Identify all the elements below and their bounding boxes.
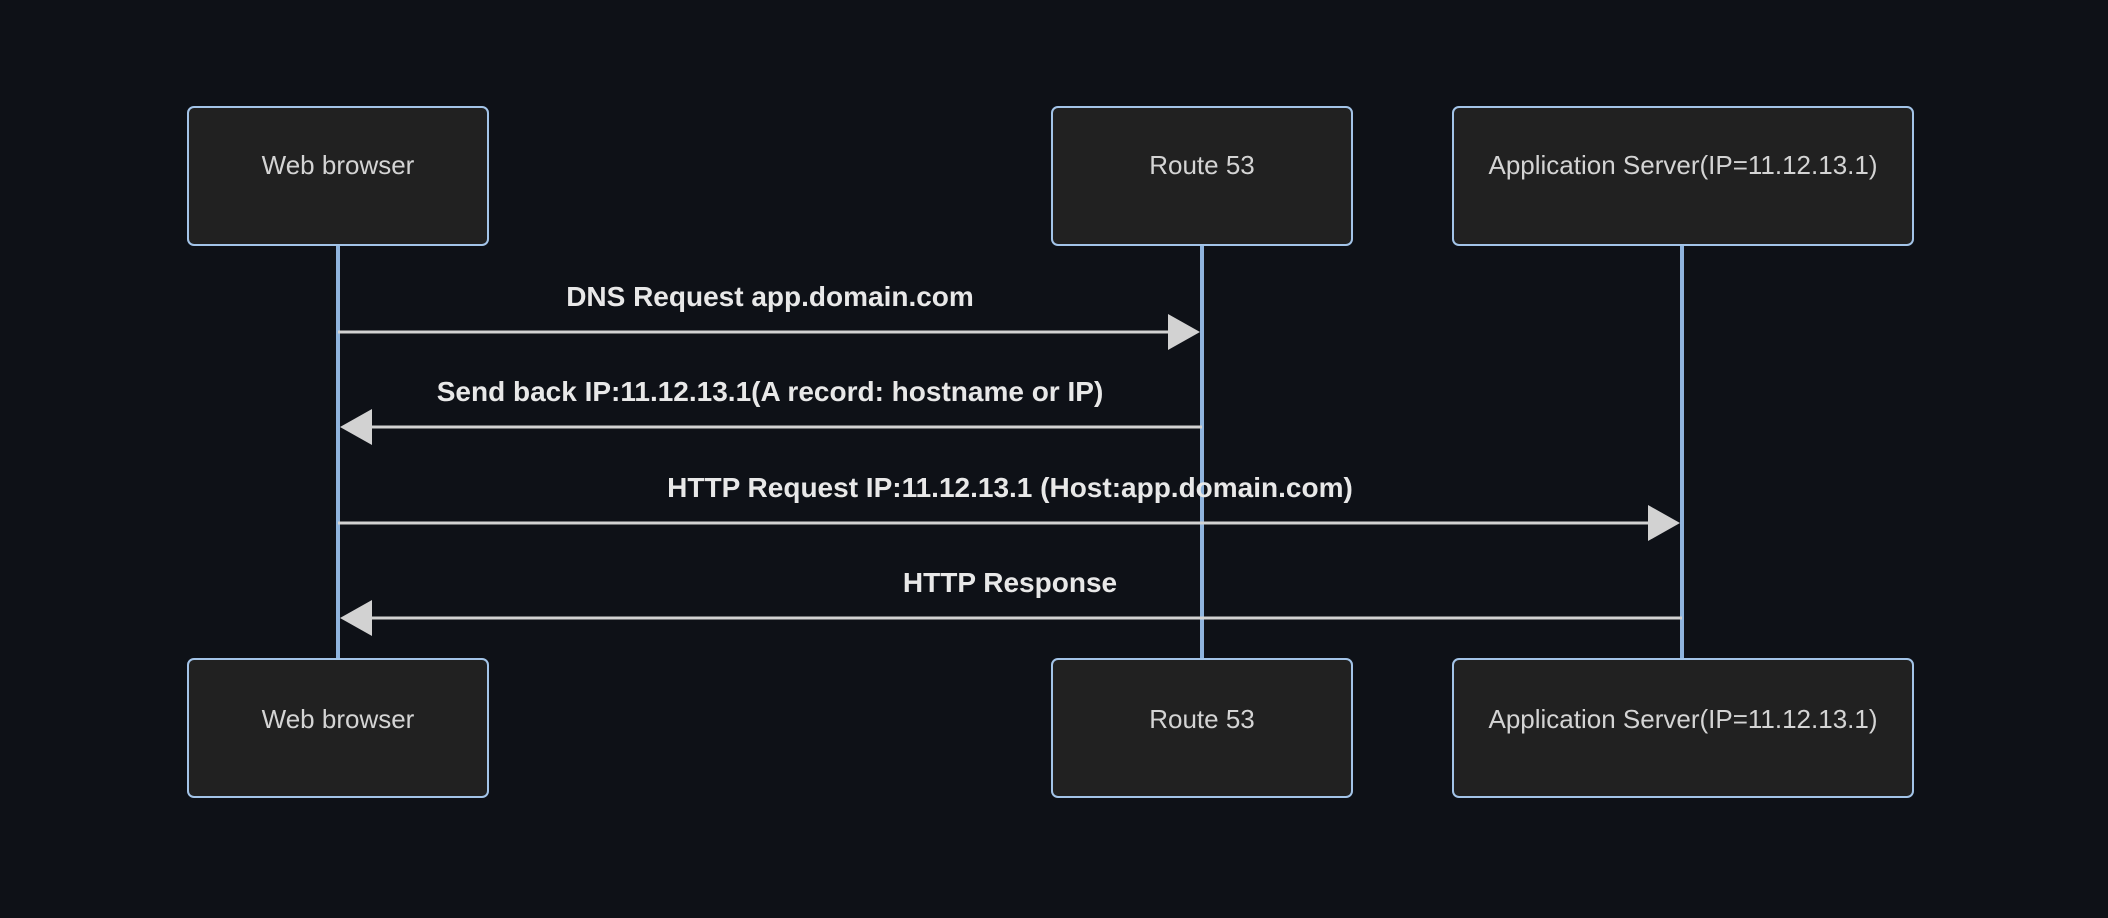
- message-1-label: DNS Request app.domain.com: [566, 281, 974, 312]
- participant-browser-bottom[interactable]: Web browser: [187, 658, 489, 798]
- message-3[interactable]: HTTP Request IP:11.12.13.1 (Host:app.dom…: [338, 472, 1680, 541]
- participant-appserver-bottom-box[interactable]: [1452, 658, 1914, 798]
- message-2[interactable]: Send back IP:11.12.13.1(A record: hostna…: [340, 376, 1202, 445]
- message-1[interactable]: DNS Request app.domain.com: [338, 281, 1200, 350]
- message-1-arrowhead-right: [1168, 314, 1200, 350]
- participant-browser-bottom-box[interactable]: [187, 658, 489, 798]
- participant-route53-bottom[interactable]: Route 53: [1051, 658, 1353, 798]
- participant-route53-top-label: Route 53: [1149, 150, 1255, 180]
- participant-appserver-top[interactable]: Application Server(IP=11.12.13.1): [1452, 106, 1914, 246]
- message-4-label: HTTP Response: [903, 567, 1117, 598]
- participant-route53-top-box[interactable]: [1051, 106, 1353, 246]
- lifelines: [336, 245, 1684, 659]
- participant-route53-bottom-box[interactable]: [1051, 658, 1353, 798]
- participant-route53-top[interactable]: Route 53: [1051, 106, 1353, 246]
- participant-browser-top[interactable]: Web browser: [187, 106, 489, 246]
- participant-appserver-top-box[interactable]: [1452, 106, 1914, 246]
- message-3-arrowhead-right: [1648, 505, 1680, 541]
- participant-browser-top-box[interactable]: [187, 106, 489, 246]
- participant-browser-top-label: Web browser: [262, 150, 415, 180]
- message-3-label: HTTP Request IP:11.12.13.1 (Host:app.dom…: [667, 472, 1353, 503]
- participant-route53-bottom-label: Route 53: [1149, 704, 1255, 734]
- participant-appserver-bottom-label: Application Server(IP=11.12.13.1): [1488, 704, 1877, 734]
- message-2-arrowhead-left: [340, 409, 372, 445]
- message-4-arrowhead-left: [340, 600, 372, 636]
- participant-appserver-top-label: Application Server(IP=11.12.13.1): [1488, 150, 1877, 180]
- participant-appserver-bottom[interactable]: Application Server(IP=11.12.13.1): [1452, 658, 1914, 798]
- participant-boxes-bottom: Web browser Route 53 Application Server(…: [187, 658, 1914, 798]
- message-4[interactable]: HTTP Response: [340, 567, 1682, 636]
- participant-browser-bottom-label: Web browser: [262, 704, 415, 734]
- message-2-label: Send back IP:11.12.13.1(A record: hostna…: [437, 376, 1104, 407]
- participant-boxes-top: Web browser Route 53 Application Server(…: [187, 106, 1914, 246]
